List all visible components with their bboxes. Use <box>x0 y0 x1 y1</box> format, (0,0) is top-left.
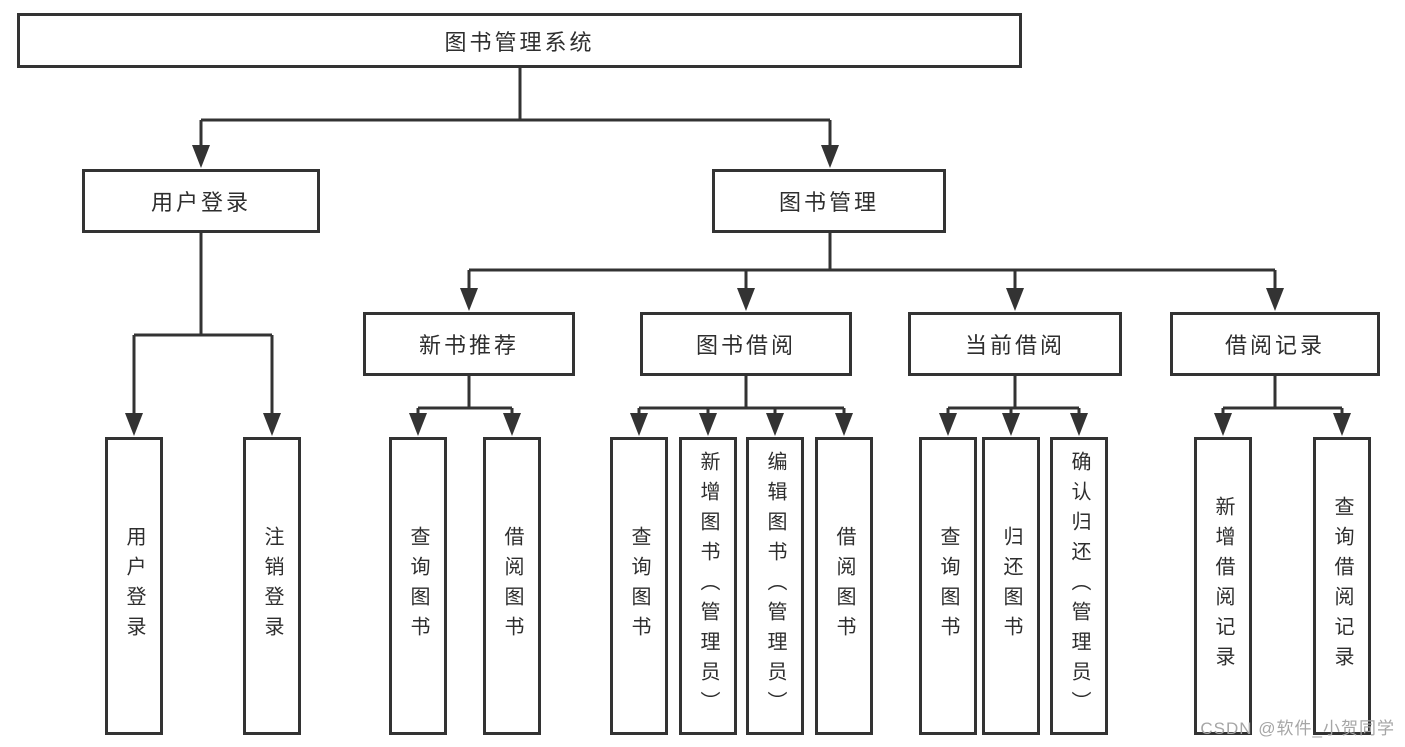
leaf-label: 注销登录 <box>261 526 283 646</box>
node-label: 图书管理 <box>778 190 879 215</box>
leaf-label: 用户登录 <box>123 526 145 646</box>
leaf-label: 查询图书 <box>937 526 959 646</box>
leaf-label: 查询图书 <box>407 526 429 646</box>
node-label: 用户登录 <box>150 190 251 215</box>
node-label: 当前借阅 <box>964 333 1065 358</box>
node-book-borrowing: 图书借阅 <box>640 312 852 376</box>
node-book-management: 图书管理 <box>712 169 946 233</box>
leaf-add-borrow-record: 新增借阅记录 <box>1194 437 1252 735</box>
node-library-management-system: 图书管理系统 <box>17 13 1022 68</box>
leaf-label: 借阅图书 <box>833 526 855 646</box>
leaf-borrow-books: 借阅图书 <box>815 437 873 735</box>
node-label: 图书借阅 <box>695 333 796 358</box>
leaf-label: 确认归还（管理员） <box>1068 451 1090 721</box>
leaf-label: 查询借阅记录 <box>1331 496 1353 676</box>
leaf-label: 新增图书（管理员） <box>697 451 719 721</box>
leaf-user-login: 用户登录 <box>105 437 163 735</box>
node-label: 新书推荐 <box>418 333 519 358</box>
node-borrowing-records: 借阅记录 <box>1170 312 1380 376</box>
leaf-return-books: 归还图书 <box>982 437 1040 735</box>
leaf-borrow-books-recommend: 借阅图书 <box>483 437 541 735</box>
node-new-book-recommendation: 新书推荐 <box>363 312 575 376</box>
leaf-label: 归还图书 <box>1000 526 1022 646</box>
leaf-logout: 注销登录 <box>243 437 301 735</box>
leaf-confirm-return-admin: 确认归还（管理员） <box>1050 437 1108 735</box>
leaf-edit-books-admin: 编辑图书（管理员） <box>746 437 804 735</box>
leaf-label: 借阅图书 <box>501 526 523 646</box>
leaf-query-borrow-record: 查询借阅记录 <box>1313 437 1371 735</box>
leaf-add-books-admin: 新增图书（管理员） <box>679 437 737 735</box>
leaf-query-books-recommend: 查询图书 <box>389 437 447 735</box>
leaf-query-books-current: 查询图书 <box>919 437 977 735</box>
csdn-watermark: CSDN @软件_小贺同学 <box>1200 719 1395 738</box>
leaf-label: 新增借阅记录 <box>1212 496 1234 676</box>
node-current-borrowing: 当前借阅 <box>908 312 1122 376</box>
leaf-label: 查询图书 <box>628 526 650 646</box>
leaf-query-books-borrow: 查询图书 <box>610 437 668 735</box>
leaf-label: 编辑图书（管理员） <box>764 451 786 721</box>
node-label: 借阅记录 <box>1224 333 1325 358</box>
node-user-login: 用户登录 <box>82 169 320 233</box>
node-label: 图书管理系统 <box>444 29 595 55</box>
